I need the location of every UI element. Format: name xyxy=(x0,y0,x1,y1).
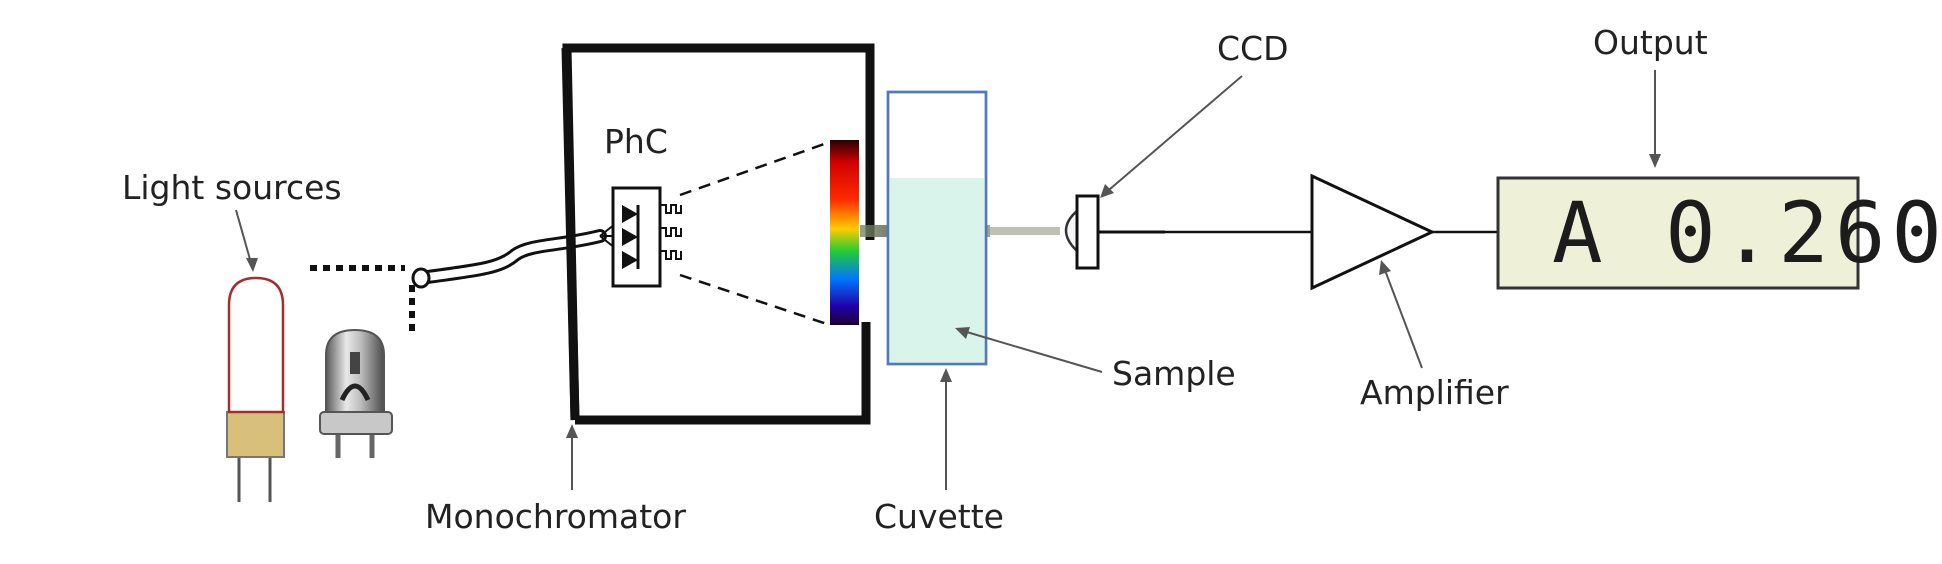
monochromator-box xyxy=(561,43,875,425)
led-icon xyxy=(319,328,393,458)
amplifier-icon xyxy=(1310,173,1436,291)
label-cuvette: Cuvette xyxy=(874,497,1004,536)
output-display: A 0.260 xyxy=(1496,176,1942,290)
leader-amplifier xyxy=(1382,264,1423,369)
leader-sample xyxy=(959,329,1103,373)
label-ccd: CCD xyxy=(1217,29,1289,68)
lamp-icon xyxy=(226,276,285,502)
label-monochromator: Monochromator xyxy=(425,497,686,536)
leader-ccd xyxy=(1102,75,1243,196)
label-output: Output xyxy=(1593,23,1708,62)
label-sample: Sample xyxy=(1112,354,1236,393)
label-amplifier: Amplifier xyxy=(1360,373,1509,412)
optical-fiber xyxy=(310,229,607,335)
label-phc: PhC xyxy=(604,122,668,161)
label-light-sources: Light sources xyxy=(122,168,342,207)
cuvette xyxy=(886,90,988,366)
phc-element xyxy=(599,140,831,327)
lamp-bulb xyxy=(227,276,285,414)
sample-liquid xyxy=(890,178,984,362)
lamp-base xyxy=(226,411,285,458)
light-beam-exit xyxy=(990,227,1060,235)
spectrum-strip xyxy=(830,140,859,325)
display-reading: A 0.260 xyxy=(1552,184,1942,282)
ccd-detector xyxy=(1064,194,1165,270)
